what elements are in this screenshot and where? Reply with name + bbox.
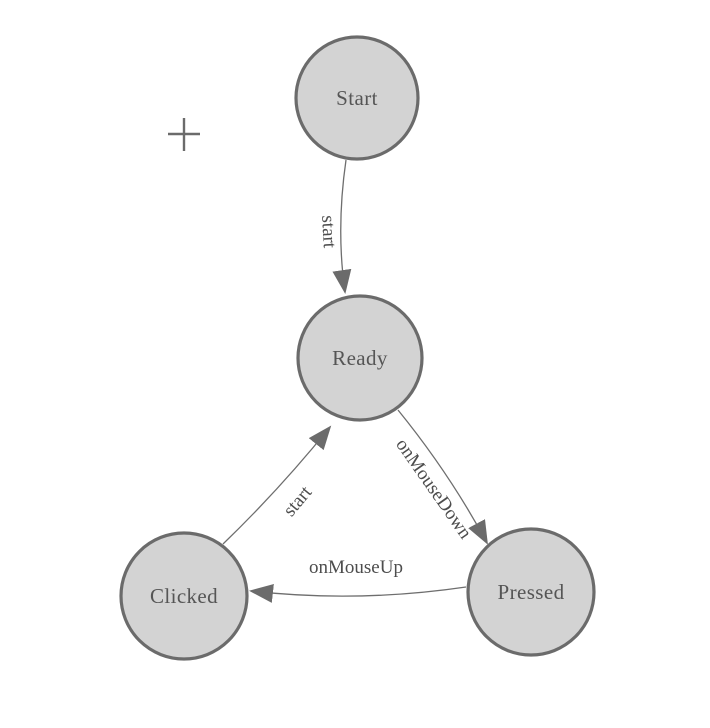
state-circle-start[interactable] [294,35,420,161]
edge-clicked-to-ready[interactable]: start [222,425,332,545]
state-circle-clicked[interactable] [119,531,249,661]
state-node-pressed[interactable]: Pressed [466,527,596,657]
plus-crosshair-icon [168,118,200,151]
edge-start-to-ready[interactable]: start [317,159,352,294]
state-label-clicked: Clicked [150,584,218,608]
state-circle-pressed[interactable] [466,527,596,657]
state-label-pressed: Pressed [498,580,565,604]
edge-ready-to-pressed[interactable]: onMouseDown [391,409,488,545]
edge-line-clicked-to-ready[interactable] [222,425,332,545]
edge-line-start-to-ready[interactable] [332,159,352,294]
state-node-clicked[interactable]: Clicked [119,531,249,661]
edge-label-clicked-to-ready: start [279,482,317,521]
state-node-start[interactable]: Start [294,35,420,161]
edge-pressed-to-clicked[interactable]: onMouseUp [249,557,467,603]
edge-label-start-to-ready: start [317,215,340,249]
state-label-ready: Ready [332,346,388,370]
edge-line-ready-to-pressed[interactable] [397,409,488,545]
state-node-ready[interactable]: Ready [296,294,424,422]
edge-label-ready-to-pressed: onMouseDown [391,435,476,543]
edge-line-pressed-to-clicked[interactable] [249,584,467,603]
edge-label-pressed-to-clicked: onMouseUp [309,557,403,578]
state-circle-ready[interactable] [296,294,424,422]
state-label-start: Start [336,86,378,110]
